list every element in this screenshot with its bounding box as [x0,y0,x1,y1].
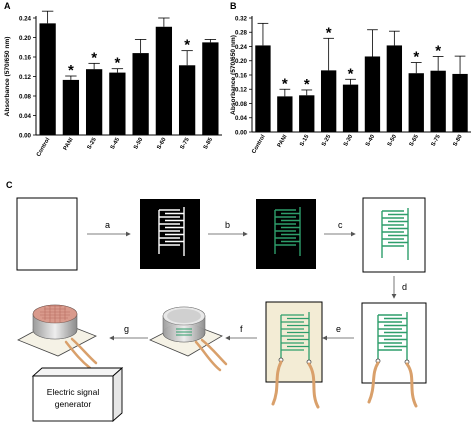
bar-s-40 [364,56,381,132]
step-wires-attached [361,302,427,408]
x-tick-label: S-65 [409,133,421,147]
x-tick-label: S-40 [365,134,376,148]
bar-s-50 [386,45,403,132]
panel-letter-b: B [230,1,237,11]
bar-control [255,45,271,132]
step-electrode-transferred [362,197,426,273]
bar-s-60 [155,26,173,135]
bar-s-45 [109,72,126,135]
chart-b: 0.00 0.04 0.08 0.12 0.16 0.20 0.24 0.28 0.32Abso… [230,15,471,155]
step-label-d: d [402,282,407,292]
y-tick-label: 0.12 [19,74,32,81]
x-tick-label: PANI [277,134,289,149]
x-tick-label: S-80 [452,134,463,148]
step-embedded-in-tissue [265,301,323,409]
significance-star: * [114,55,120,72]
x-tick-label: S-30 [343,134,354,148]
significance-star: * [91,49,97,66]
step-ring-mounted [149,306,228,372]
y-tick-label: 0.08 [235,101,248,108]
arrow-step-a: a [87,220,131,237]
x-tick-label: S-25 [87,136,99,150]
arrow-step-f: f [225,324,257,341]
bar-control [39,23,56,135]
bar-s-30 [342,84,359,132]
panel-letter-a: A [4,1,11,11]
bar-pani [277,96,293,132]
y-tick-label: 0.00 [235,129,248,136]
arrow-step-e: e [322,324,354,341]
fabrication-diagram: a b c d [16,197,427,423]
significance-star: * [435,42,441,59]
x-tick-label: S-45 [110,136,122,150]
bar-s-75 [430,70,446,132]
y-tick-label: 0.28 [235,30,248,37]
arrow-step-d: d [391,276,407,299]
step-label-g: g [124,324,129,334]
arrow-step-c: c [324,220,356,237]
x-tick-label: PANI [63,137,75,152]
bar-s-80 [452,73,468,132]
x-tick-label: S-75 [431,133,443,147]
x-tick-label: S-60 [156,137,167,151]
arrow-step-g: g [109,324,148,341]
y-tick-label: 0.12 [235,87,248,94]
y-tick-label: 0.24 [19,15,32,22]
y-tick-label: 0.16 [235,72,248,79]
step-label-c: c [338,220,343,230]
x-tick-label: S-85 [203,136,215,150]
step-green-electrode-deposit [256,199,316,269]
significance-star: * [282,75,288,92]
x-tick-label: Control [36,137,52,158]
significance-star: * [184,37,190,54]
step-blank-substrate [16,197,78,271]
step-white-electrode-pattern [140,199,200,269]
x-tick-label: S-50 [387,134,398,148]
bar-pani [62,79,80,135]
significance-star: * [326,24,332,41]
y-tick-label: 0.20 [19,35,32,42]
step-label-b: b [225,220,230,230]
x-tick-label: Control [251,134,267,155]
y-tick-label: 0.04 [19,113,32,120]
y-tick-label: 0.32 [235,15,248,22]
y-tick-label: 0.00 [19,132,32,139]
significance-star: * [304,76,310,93]
bar-s-25 [320,70,337,132]
bar-s-75 [178,65,196,135]
generator-label-line1: Electric signal [47,387,100,397]
y-tick-label: 0.24 [235,44,248,51]
x-tick-label: S-75 [180,136,192,150]
y-tick-label: 0.08 [19,93,32,100]
step-final-stimulation-device [17,304,98,370]
x-tick-label: S-15 [299,133,311,147]
bar-s-25 [85,69,103,135]
significance-star: * [413,49,419,66]
step-label-e: e [336,324,341,334]
y-axis-label: Absorbance (570/650 nm) [4,37,11,117]
bar-s-85 [202,42,219,135]
significance-star: * [68,62,74,79]
step-label-a: a [105,220,110,230]
y-tick-label: 0.20 [235,58,248,65]
bar-s-50 [132,53,149,135]
bar-s-65 [408,73,424,132]
arrow-step-b: b [208,220,248,237]
significance-star: * [348,65,354,82]
x-tick-label: S-50 [133,137,144,151]
electric-signal-generator: Electric signal generator [31,366,124,423]
panel-c: C a b [0,176,474,433]
bar-s-15 [299,95,315,132]
generator-label-line2: generator [55,399,92,409]
y-tick-label: 0.16 [19,54,32,61]
y-tick-label: 0.04 [235,115,248,122]
panel-letter-c: C [6,180,13,190]
x-tick-label: S-25 [321,133,333,147]
y-axis-label: Absorbance (570/650 nm) [230,35,237,115]
step-label-f: f [240,324,243,334]
